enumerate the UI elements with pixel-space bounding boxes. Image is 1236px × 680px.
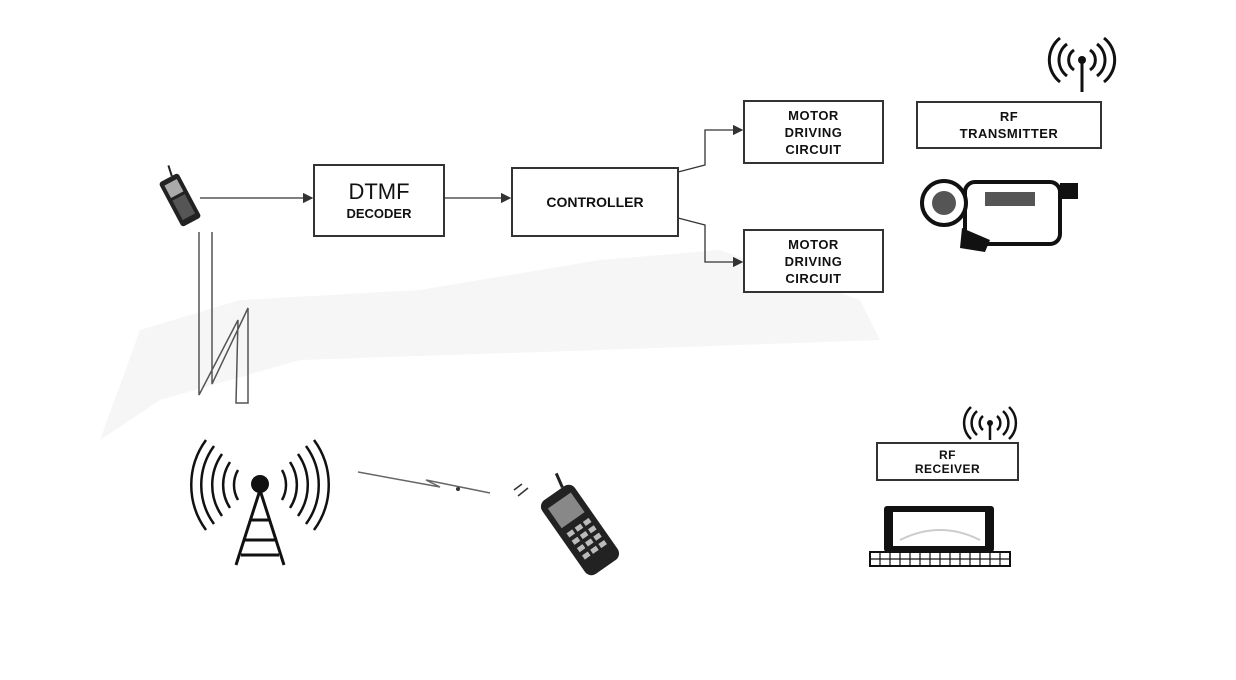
rf-transmitter-line1: RF	[999, 109, 1019, 124]
computer-icon	[869, 506, 1011, 567]
motor-top-line3: CIRCUIT	[785, 141, 842, 157]
rf-receiver-line1: RF	[939, 447, 956, 462]
receiver-antenna-icon	[962, 406, 1018, 440]
arrow-controller-to-motor-top	[677, 124, 744, 173]
motor-bottom-line3: CIRCUIT	[785, 270, 842, 286]
dtmf-decoder-subtitle: DECODER	[346, 205, 412, 221]
motor-driving-circuit-top-block: MOTOR DRIVING CIRCUIT	[743, 100, 884, 164]
dtmf-decoder-title: DTMF	[348, 178, 410, 204]
video-camera-icon	[920, 179, 1078, 252]
dtmf-decoder-block: DTMF DECODER	[313, 164, 445, 237]
motor-top-line2: DRIVING	[784, 124, 843, 140]
handset-icon	[540, 472, 620, 576]
motor-bottom-line2: DRIVING	[784, 253, 843, 269]
watermark-shape	[100, 250, 880, 440]
arrow-controller-to-motor-bottom	[677, 217, 744, 268]
rf-transmitter-block: RF TRANSMITTER	[916, 101, 1102, 149]
motor-driving-circuit-bottom-block: MOTOR DRIVING CIRCUIT	[743, 229, 884, 293]
motor-bottom-line1: MOTOR	[788, 236, 839, 252]
handset-signal-icon	[513, 483, 529, 497]
rf-receiver-line2: RECEIVER	[914, 461, 981, 476]
lightning-icon	[198, 232, 249, 404]
antenna-icon	[1047, 36, 1117, 92]
controller-label: CONTROLLER	[546, 194, 644, 210]
cell-tower-icon	[189, 439, 331, 566]
mobile-phone-icon	[159, 165, 201, 227]
rf-transmitter-line2: TRANSMITTER	[959, 126, 1059, 141]
link-dot	[456, 487, 460, 491]
lightning-link-icon	[357, 471, 491, 494]
rf-receiver-block: RF RECEIVER	[876, 442, 1019, 481]
motor-top-line1: MOTOR	[788, 107, 839, 123]
controller-block: CONTROLLER	[511, 167, 679, 237]
